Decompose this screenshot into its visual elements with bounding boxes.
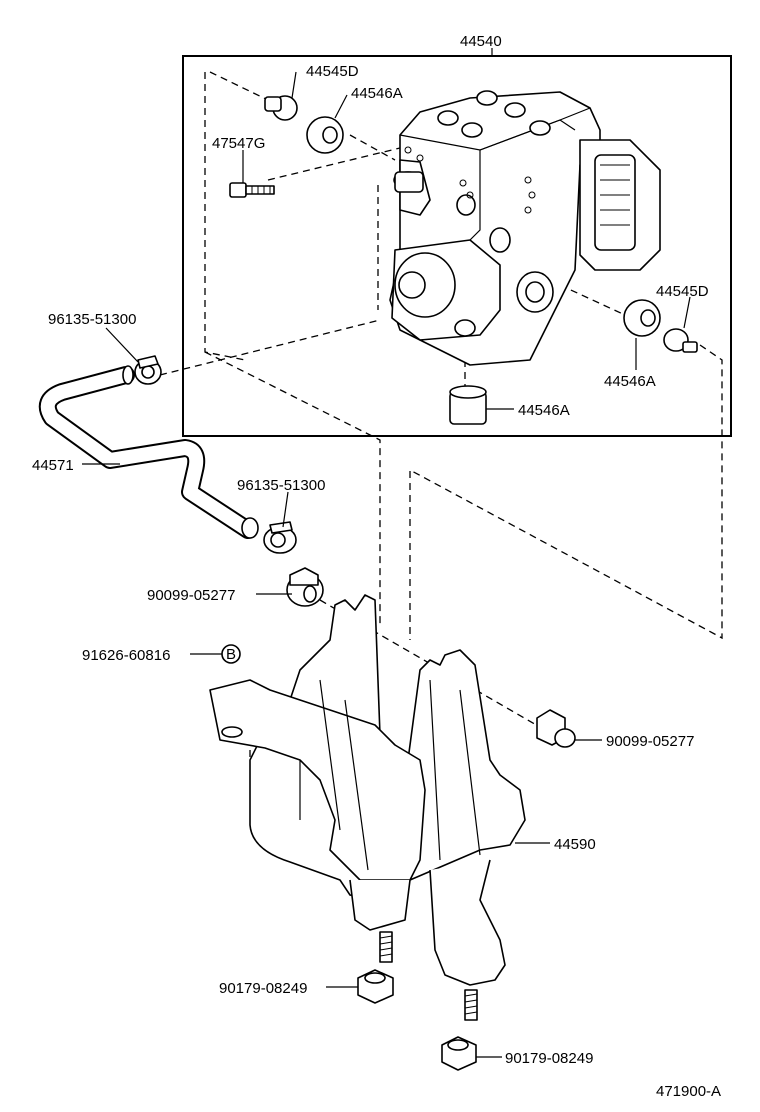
hose (38, 365, 259, 539)
stud-bolt (229, 182, 275, 198)
label-bolt-right: 44545D (656, 283, 709, 300)
stud-lower-right (464, 989, 478, 1021)
label-assembly: 44540 (460, 33, 502, 50)
clamp-left (134, 355, 162, 385)
nut-right (536, 709, 576, 748)
label-hose: 44571 (32, 457, 74, 474)
label-clamp-left: 96135-51300 (48, 311, 136, 328)
leader-lines (82, 71, 691, 1058)
alignment-lines (159, 71, 723, 760)
bolt-upper (264, 95, 298, 121)
valve-caps (437, 90, 551, 138)
label-bolt-upper: 44545D (306, 63, 359, 80)
label-cushion-bottom: 44546A (518, 402, 570, 419)
bolt-right (663, 328, 698, 353)
label-nut-upper: 90099-05277 (147, 587, 235, 604)
nut-lower-right (441, 1036, 477, 1071)
label-nut-lower-right: 90179-08249 (505, 1050, 593, 1067)
stud-lower-left (379, 931, 393, 963)
label-cushion-right: 44546A (604, 373, 656, 390)
abs-actuator-unit (389, 90, 661, 366)
nut-lower-left (357, 969, 394, 1004)
label-stud-bolt: 47547G (212, 135, 265, 152)
label-nut-lower-left: 90179-08249 (219, 980, 307, 997)
label-bracket: 44590 (554, 836, 596, 853)
b-marker-label: B (226, 646, 236, 663)
label-nut-right: 90099-05277 (606, 733, 694, 750)
assembly-frame (182, 48, 732, 437)
label-cushion-upper: 44546A (351, 85, 403, 102)
cushion-right (623, 299, 661, 337)
cushion-bottom (449, 385, 487, 425)
nut-upper (286, 567, 324, 607)
bracket (209, 594, 526, 986)
label-bolt-b: 91626-60816 (82, 647, 170, 664)
diagram-code: 471900-A (656, 1083, 721, 1100)
label-clamp-right: 96135-51300 (237, 477, 325, 494)
cushion-upper (306, 116, 344, 154)
clamp-right (263, 521, 297, 554)
